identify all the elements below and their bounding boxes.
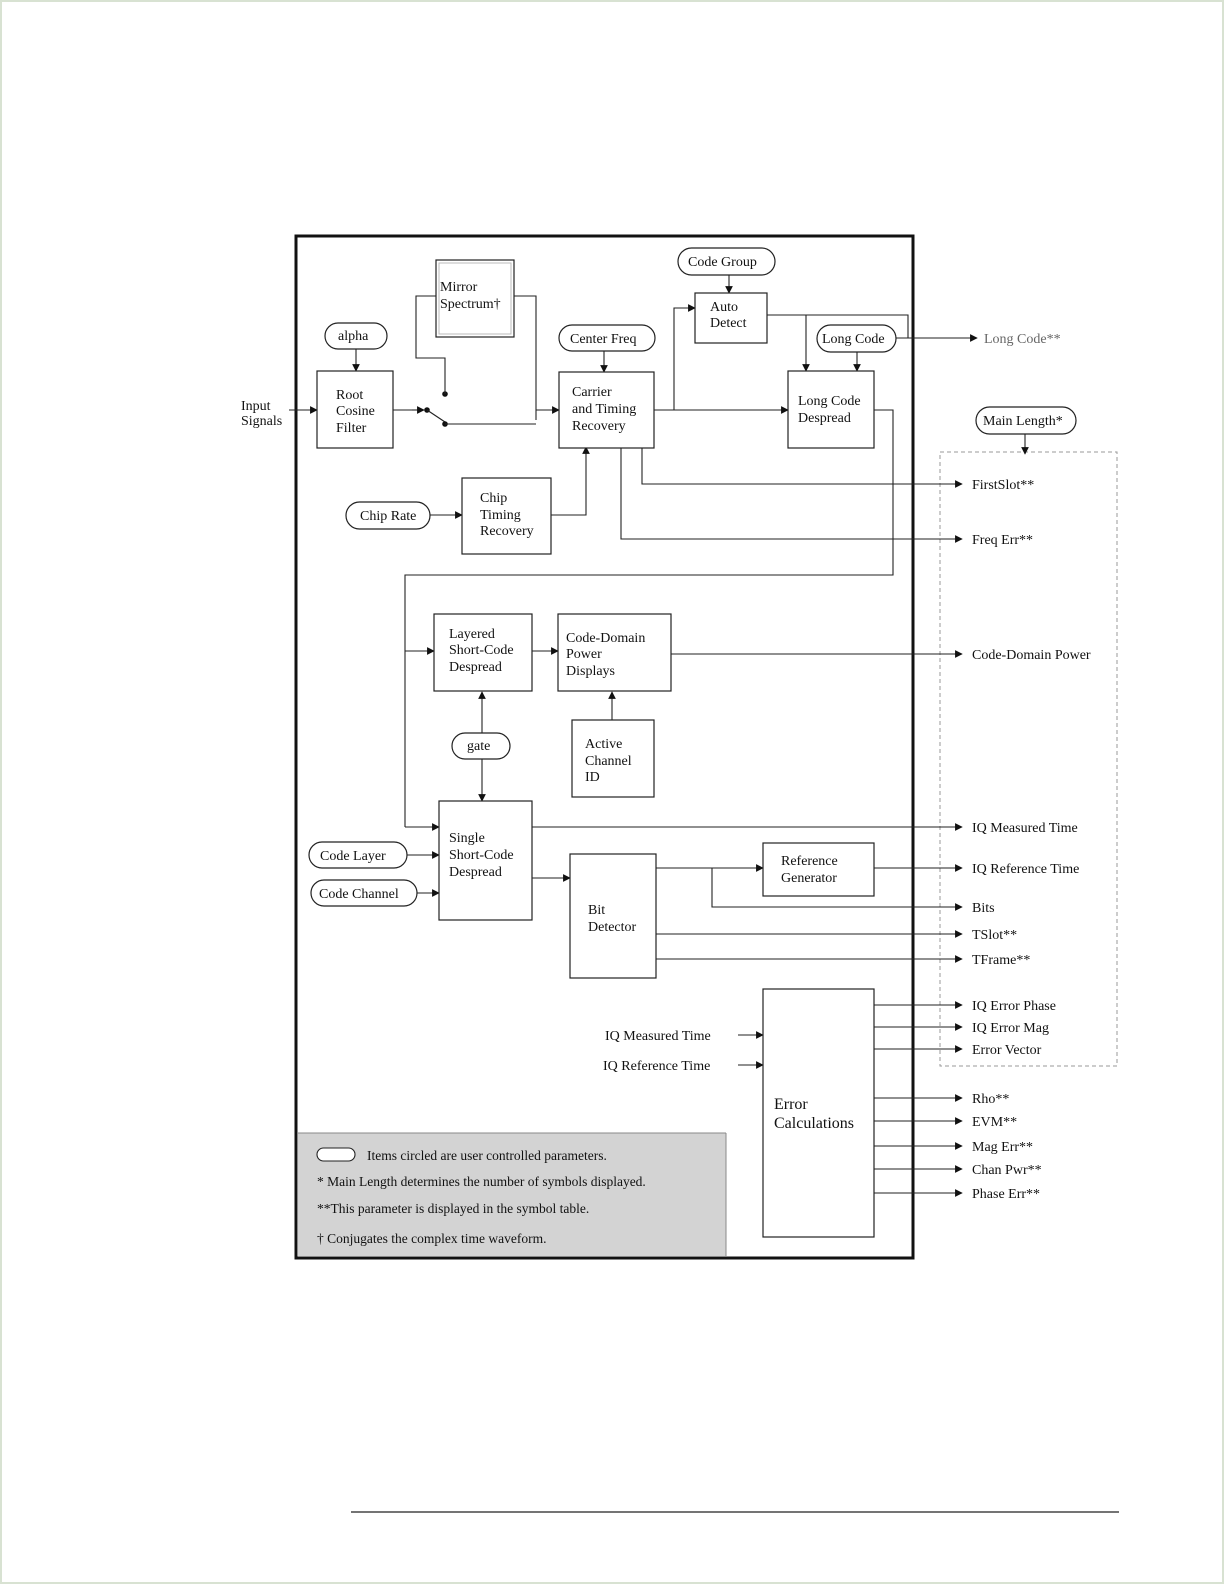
iq-measured-time-in: IQ Measured Time <box>605 1029 711 1044</box>
bit-detector-l1: Bit <box>588 903 605 918</box>
code-group-label: Code Group <box>688 255 757 270</box>
block-error-calculations: Error Calculations <box>762 988 875 1238</box>
acid-l2: Channel <box>585 754 632 769</box>
out-iq-error-phase: IQ Error Phase <box>972 999 1056 1014</box>
legend-conjugates: † Conjugates the complex time waveform. <box>317 1231 546 1246</box>
center-freq-label: Center Freq <box>570 332 636 347</box>
out-chan-pwr: Chan Pwr** <box>972 1163 1042 1178</box>
cdp-l1: Code-Domain <box>566 631 645 646</box>
out-error-vector: Error Vector <box>972 1043 1042 1058</box>
ctr-l3: Recovery <box>572 419 626 434</box>
block-code-domain-power-displays: Code-Domain Power Displays <box>557 613 672 692</box>
out-tframe: TFrame** <box>972 953 1030 968</box>
out-bits: Bits <box>972 901 995 916</box>
param-code-group[interactable]: Code Group <box>677 247 776 276</box>
out-iq-reference-time: IQ Reference Time <box>972 862 1079 877</box>
block-layered-short-code-despread: Layered Short-Code Despread <box>433 613 533 692</box>
mirror-spectrum-l1: Mirror <box>440 280 478 295</box>
block-bit-detector: Bit Detector <box>569 853 657 979</box>
param-code-layer[interactable]: Code Layer <box>308 841 408 869</box>
connections <box>289 275 1029 1197</box>
block-auto-detect: Auto Detect <box>694 292 768 344</box>
out-rho: Rho** <box>972 1092 1009 1107</box>
iq-reference-time-in: IQ Reference Time <box>603 1059 710 1074</box>
param-chip-rate[interactable]: Chip Rate <box>345 501 431 530</box>
auto-detect-l1: Auto <box>710 300 738 315</box>
bit-detector-l2: Detector <box>588 920 637 935</box>
legend-pill-icon <box>316 1147 356 1162</box>
long-code-param-label: Long Code <box>822 332 885 347</box>
cdp-l2: Power <box>566 647 602 662</box>
refgen-l2: Generator <box>781 871 837 886</box>
rcf-l2: Cosine <box>336 404 375 419</box>
code-layer-label: Code Layer <box>320 849 386 864</box>
single-l2: Short-Code <box>449 848 514 863</box>
input-signals-l2: Signals <box>241 414 282 429</box>
rcf-l1: Root <box>336 388 363 403</box>
param-alpha[interactable]: alpha <box>324 322 388 350</box>
out-freq-err: Freq Err** <box>972 533 1033 548</box>
code-channel-label: Code Channel <box>319 887 399 902</box>
out-phase-err: Phase Err** <box>972 1187 1040 1202</box>
lcd-l1: Long Code <box>798 394 861 409</box>
errcalc-l2: Calculations <box>774 1115 854 1132</box>
main-length-label: Main Length* <box>983 414 1063 429</box>
legend: Items circled are user controlled parame… <box>298 1132 727 1256</box>
legend-symbol-table: **This parameter is displayed in the sym… <box>317 1201 589 1216</box>
out-iq-error-mag: IQ Error Mag <box>972 1021 1049 1036</box>
layered-l2: Short-Code <box>449 643 514 658</box>
out-iq-measured-time: IQ Measured Time <box>972 821 1078 836</box>
block-single-short-code-despread: Single Short-Code Despread <box>438 800 533 921</box>
alpha-label: alpha <box>338 329 369 344</box>
out-code-domain-power: Code-Domain Power <box>972 648 1091 663</box>
out-tslot: TSlot** <box>972 928 1017 943</box>
out-evm: EVM** <box>972 1115 1017 1130</box>
acid-l3: ID <box>585 770 600 785</box>
gate-label: gate <box>467 739 490 754</box>
single-l3: Despread <box>449 865 502 880</box>
chip-timing-l1: Chip <box>480 491 507 506</box>
errcalc-l1: Error <box>774 1096 808 1113</box>
input-signals-l1: Input <box>241 399 271 414</box>
rcf-l3: Filter <box>336 421 367 436</box>
chip-rate-label: Chip Rate <box>360 509 416 524</box>
chip-timing-l3: Recovery <box>480 524 534 539</box>
single-l1: Single <box>449 831 485 846</box>
param-center-freq[interactable]: Center Freq <box>558 324 656 352</box>
block-reference-generator: Reference Generator <box>762 842 875 897</box>
acid-l1: Active <box>585 737 622 752</box>
legend-circled: Items circled are user controlled parame… <box>367 1148 607 1163</box>
block-chip-timing-recovery: Chip Timing Recovery <box>461 477 552 555</box>
param-code-channel[interactable]: Code Channel <box>310 879 418 907</box>
out-first-slot: FirstSlot** <box>972 478 1034 493</box>
refgen-l1: Reference <box>781 854 838 869</box>
auto-detect-l2: Detect <box>710 316 747 331</box>
block-long-code-despread: Long Code Despread <box>787 370 875 449</box>
block-root-cosine-filter: Root Cosine Filter <box>316 370 394 449</box>
param-main-length[interactable]: Main Length* <box>975 406 1077 435</box>
layered-l1: Layered <box>449 627 495 642</box>
block-active-channel-id: Active Channel ID <box>571 719 655 798</box>
out-mag-err: Mag Err** <box>972 1140 1033 1155</box>
ctr-l2: and Timing <box>572 402 636 417</box>
output-group-dashed <box>939 451 1118 1067</box>
param-gate[interactable]: gate <box>451 732 511 760</box>
mirror-spectrum-l2: Spectrum† <box>440 297 501 312</box>
lcd-l2: Despread <box>798 411 851 426</box>
ctr-l1: Carrier <box>572 385 612 400</box>
block-mirror-spectrum: Mirror Spectrum† <box>435 259 515 338</box>
chip-timing-l2: Timing <box>480 508 521 523</box>
out-long-code: Long Code** <box>984 332 1061 347</box>
legend-main-length: * Main Length determines the number of s… <box>317 1174 646 1189</box>
layered-l3: Despread <box>449 660 502 675</box>
block-carrier-timing-recovery: Carrier and Timing Recovery <box>558 371 655 449</box>
cdp-l3: Displays <box>566 664 615 679</box>
param-long-code[interactable]: Long Code <box>816 324 897 353</box>
